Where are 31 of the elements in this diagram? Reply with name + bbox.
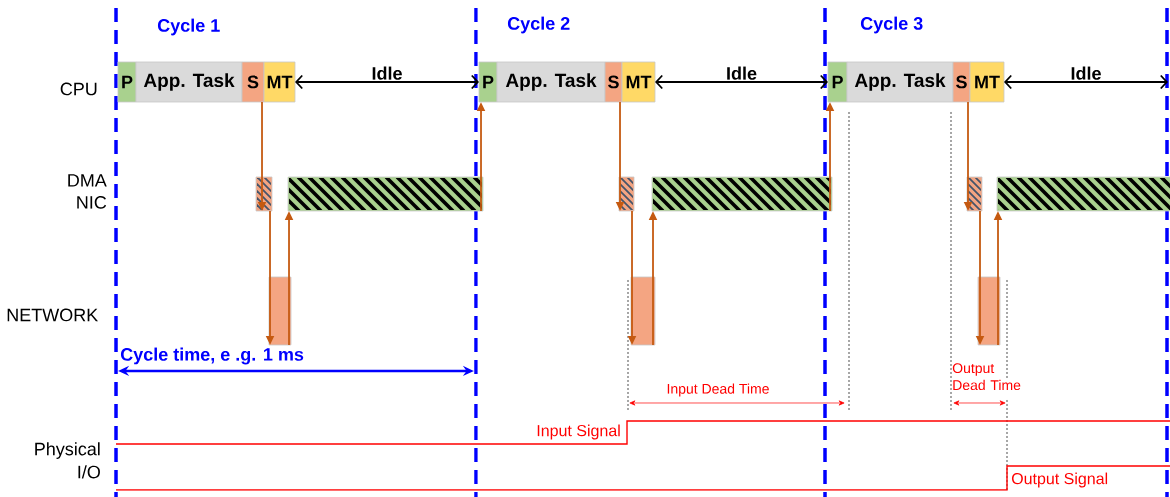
task-segment: MT xyxy=(263,61,296,103)
task-segment: P xyxy=(478,61,498,103)
row-label: NETWORK xyxy=(7,308,98,322)
task-segment: MT xyxy=(621,61,656,103)
double-arrow xyxy=(655,74,828,90)
task-segment: S xyxy=(241,61,265,103)
double-arrow xyxy=(295,74,479,90)
task-segment: App. Task xyxy=(846,61,954,103)
task-segment: P xyxy=(827,61,848,103)
row-label: Output Signal xyxy=(1011,472,1108,488)
hatched-bar xyxy=(651,176,833,212)
task-segment: MT xyxy=(969,61,1005,103)
row-label: Input Dead Time xyxy=(667,383,769,397)
row-label: Cycle 2 xyxy=(507,16,570,34)
row-label: Output Dead Time xyxy=(952,363,1021,391)
hatched-bar xyxy=(287,176,484,212)
row-label: CPU xyxy=(60,82,97,96)
edge-label: Idle xyxy=(370,65,404,81)
row-label: Cycle 1 xyxy=(157,18,220,36)
double-arrow xyxy=(1004,74,1168,90)
task-segment: App. Task xyxy=(135,61,243,103)
row-label: DMA NIC xyxy=(68,174,107,209)
edge-label: Idle xyxy=(1069,65,1103,81)
edge-label: Idle xyxy=(725,65,758,81)
task-segment: App. Task xyxy=(496,61,606,103)
row-label: Physical I/O xyxy=(35,442,100,479)
row-label: Cycle time, e .g. 1 ms xyxy=(120,347,304,365)
row-label: Input Signal xyxy=(537,424,620,440)
task-segment: P xyxy=(117,61,137,103)
row-label: Cycle 3 xyxy=(860,16,923,34)
hatched-bar xyxy=(996,176,1170,212)
